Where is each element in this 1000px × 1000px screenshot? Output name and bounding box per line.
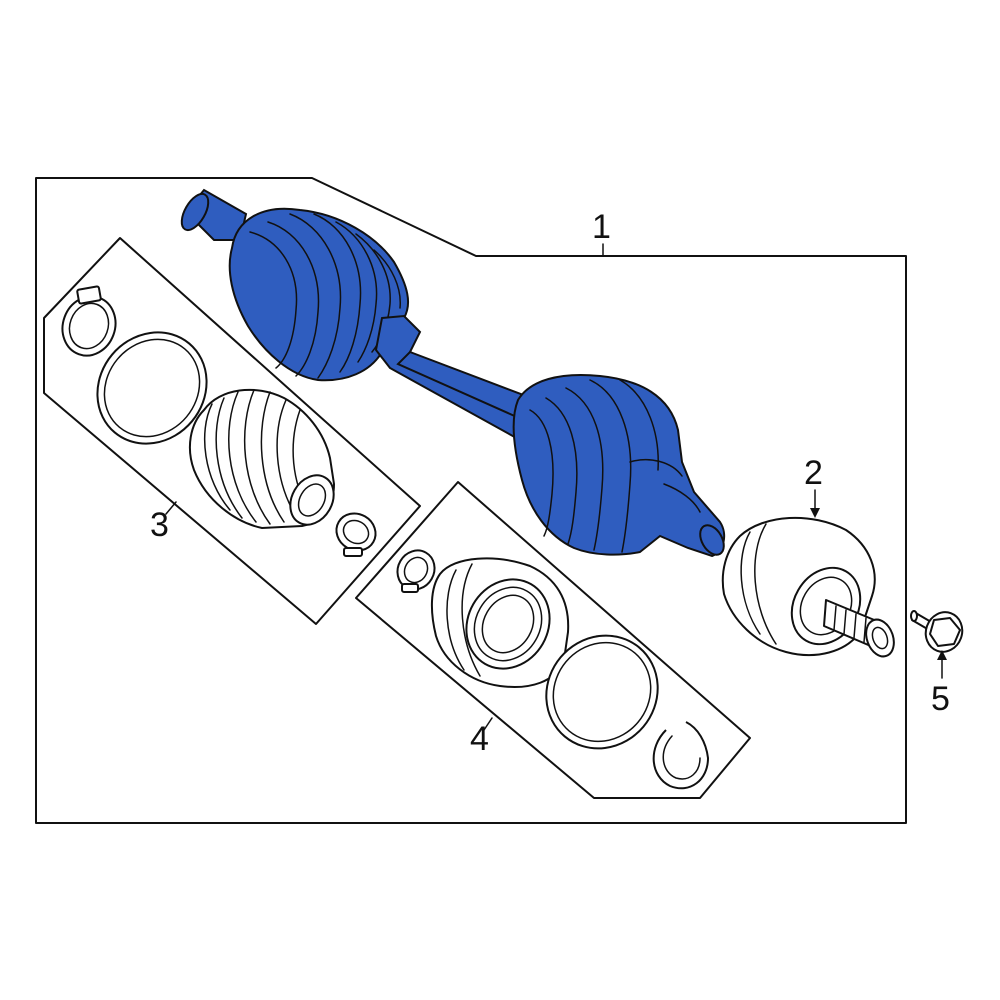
outer-cv-joint[interactable] bbox=[721, 516, 899, 660]
callout-leaders bbox=[165, 243, 947, 731]
kit-panel-4 bbox=[355, 481, 751, 799]
callout-2: 2 bbox=[804, 454, 823, 492]
assembly-frame bbox=[35, 177, 907, 824]
kit-3-parts[interactable] bbox=[54, 285, 382, 557]
kit-4-parts[interactable] bbox=[390, 544, 709, 790]
axle-shaft-assembly[interactable] bbox=[176, 188, 728, 559]
callout-5: 5 bbox=[931, 680, 950, 718]
callout-3: 3 bbox=[150, 506, 169, 544]
flange-bolt[interactable] bbox=[910, 607, 968, 657]
callout-1: 1 bbox=[592, 208, 611, 246]
callout-4: 4 bbox=[470, 720, 489, 758]
kit-panel-3 bbox=[43, 237, 421, 625]
